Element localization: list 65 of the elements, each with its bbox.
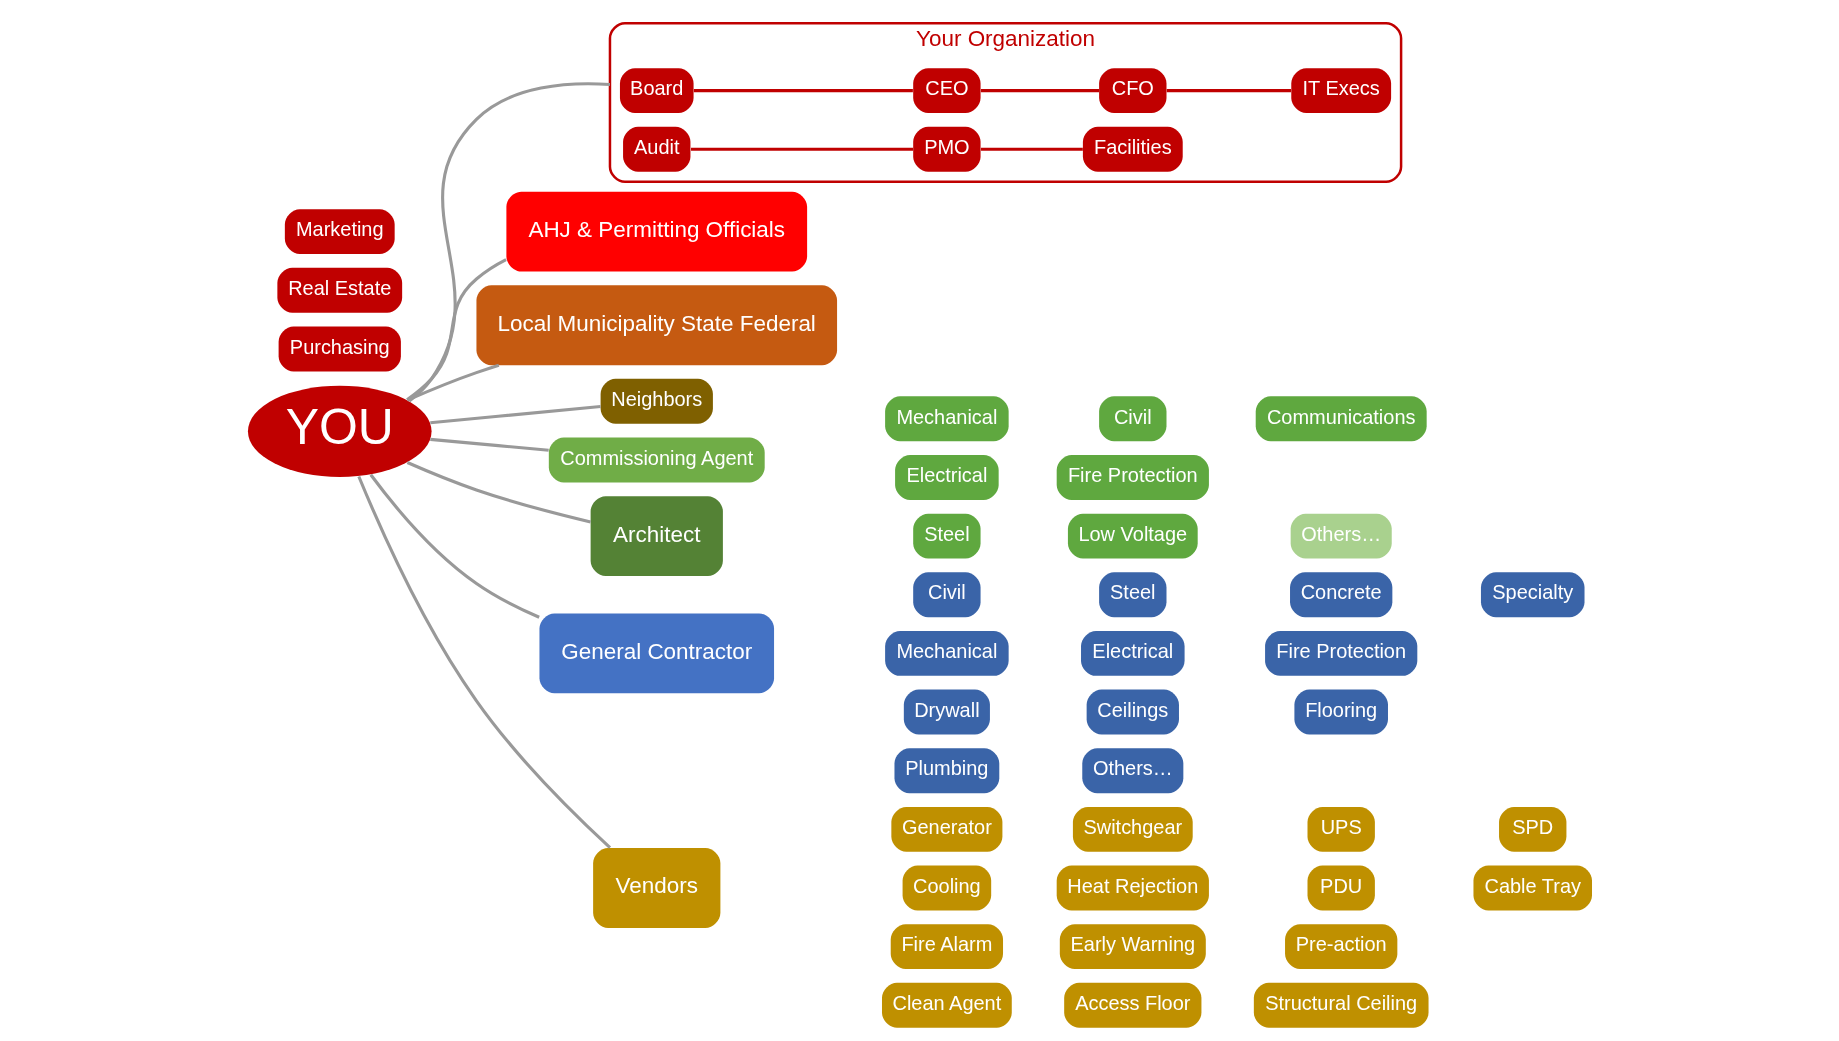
node-box: Electrical xyxy=(894,455,999,500)
node-box: Specialty xyxy=(1480,572,1584,618)
node-box: Early Warning xyxy=(1059,924,1206,970)
node-box: Fire Alarm xyxy=(890,924,1003,970)
node-box: Flooring xyxy=(1293,689,1388,735)
connector xyxy=(690,147,913,151)
node-box: Audit xyxy=(622,126,690,172)
node-box: Cable Tray xyxy=(1472,865,1592,911)
node-box: Mechanical xyxy=(884,396,1009,442)
connector xyxy=(405,258,507,402)
node-box: Communications xyxy=(1255,396,1427,442)
node-box: AHJ & Permitting Officials xyxy=(505,191,807,272)
connector xyxy=(1166,89,1291,93)
node-box: Cooling xyxy=(902,865,991,911)
node-ellipse: YOU xyxy=(247,385,432,477)
connector xyxy=(980,147,1083,151)
node-box: Others… xyxy=(1081,748,1183,794)
node-box: Real Estate xyxy=(276,267,402,313)
node-box: PMO xyxy=(912,126,981,172)
node-box: Marketing xyxy=(284,209,395,255)
connector xyxy=(369,473,540,619)
node-box: Switchgear xyxy=(1072,806,1193,852)
connector xyxy=(429,437,549,452)
connector xyxy=(693,89,913,93)
node-box: Architect xyxy=(590,496,723,577)
node-box: Clean Agent xyxy=(881,982,1012,1028)
node-box: Concrete xyxy=(1289,572,1392,618)
connector xyxy=(406,461,591,524)
node-box: Fire Protection xyxy=(1056,455,1209,500)
node-box: CFO xyxy=(1098,68,1166,114)
node-box: Drywall xyxy=(903,689,990,735)
node-box: Structural Ceiling xyxy=(1253,982,1429,1028)
node-box: Civil xyxy=(912,572,981,618)
node-box: Electrical xyxy=(1080,630,1185,676)
node-box: Board xyxy=(619,68,694,114)
node-box: Steel xyxy=(1098,572,1166,618)
connector xyxy=(980,89,1099,93)
node-box: General Contractor xyxy=(538,613,774,694)
node-box: Low Voltage xyxy=(1067,513,1198,559)
node-box: Ceilings xyxy=(1086,689,1179,735)
connector xyxy=(356,475,611,849)
node-box: Plumbing xyxy=(893,748,999,794)
node-box: Access Floor xyxy=(1063,982,1201,1028)
node-box: Civil xyxy=(1098,396,1166,442)
node-box: Neighbors xyxy=(600,378,713,424)
node-box: Heat Rejection xyxy=(1056,865,1209,911)
node-box: Generator xyxy=(890,806,1002,852)
node-box: Mechanical xyxy=(884,630,1009,676)
node-box: PDU xyxy=(1307,865,1375,911)
node-box: Fire Protection xyxy=(1264,630,1417,676)
node-box: Purchasing xyxy=(278,326,401,372)
node-box: Commissioning Agent xyxy=(548,437,765,483)
connector xyxy=(429,405,601,425)
node-box: CEO xyxy=(912,68,981,114)
connector xyxy=(407,82,610,403)
node-box: Vendors xyxy=(592,848,720,928)
node-box: SPD xyxy=(1498,806,1566,852)
node-box: UPS xyxy=(1307,806,1375,852)
node-box: Steel xyxy=(912,513,981,559)
node-box: Facilities xyxy=(1082,126,1183,172)
node-box: Others… xyxy=(1290,513,1392,559)
connector xyxy=(406,363,499,402)
node-box: Local Municipality State Federal xyxy=(475,285,837,366)
node-box: IT Execs xyxy=(1290,68,1391,114)
node-box: Pre-action xyxy=(1284,924,1397,970)
